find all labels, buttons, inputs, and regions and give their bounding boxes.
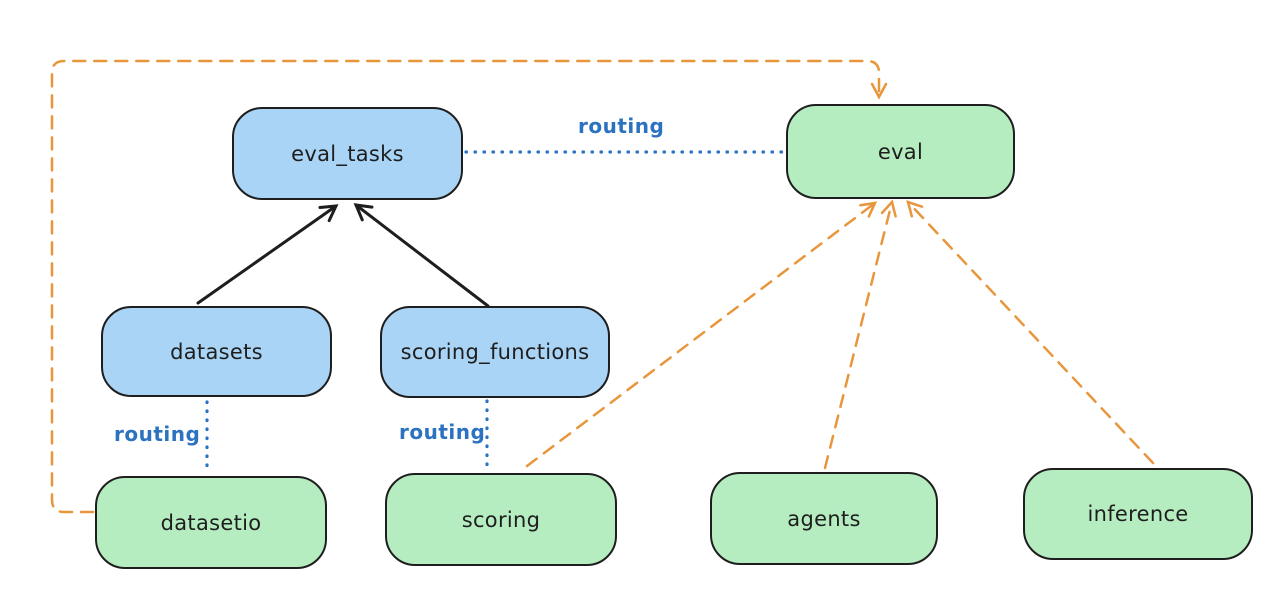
- edge-label-routing-eval-tasks-eval[interactable]: routing: [578, 114, 665, 138]
- node-datasets-label: datasets: [170, 339, 263, 364]
- node-scoring-functions[interactable]: scoring_functions: [380, 306, 610, 398]
- node-inference[interactable]: inference: [1023, 468, 1253, 560]
- edge-inference-to-eval[interactable]: [906, 200, 1155, 465]
- node-eval-tasks[interactable]: eval_tasks: [232, 107, 463, 200]
- node-scoring[interactable]: scoring: [385, 473, 617, 566]
- node-eval-tasks-label: eval_tasks: [291, 141, 404, 166]
- node-scoring-functions-label: scoring_functions: [400, 340, 590, 364]
- node-eval[interactable]: eval: [786, 104, 1015, 199]
- edge-datasetio-to-eval[interactable]: [50, 59, 888, 514]
- node-agents[interactable]: agents: [710, 472, 938, 565]
- edge-label-routing-scoring-functions-scoring[interactable]: routing: [399, 420, 486, 444]
- node-datasets[interactable]: datasets: [101, 306, 332, 397]
- node-scoring-label: scoring: [461, 507, 541, 532]
- edge-scoring-to-eval[interactable]: [525, 201, 878, 468]
- edge-label-routing-datasets-datasetio[interactable]: routing: [114, 422, 201, 446]
- node-datasetio[interactable]: datasetio: [95, 476, 327, 569]
- edge-agents-to-eval[interactable]: [823, 199, 897, 470]
- node-agents-label: agents: [787, 506, 861, 531]
- node-inference-label: inference: [1087, 502, 1189, 526]
- edge-datasets-to-eval_tasks[interactable]: [196, 204, 339, 305]
- node-eval-label: eval: [877, 139, 924, 164]
- node-datasetio-label: datasetio: [160, 510, 262, 535]
- edge-scoring_functions-to-eval_tasks[interactable]: [353, 203, 490, 308]
